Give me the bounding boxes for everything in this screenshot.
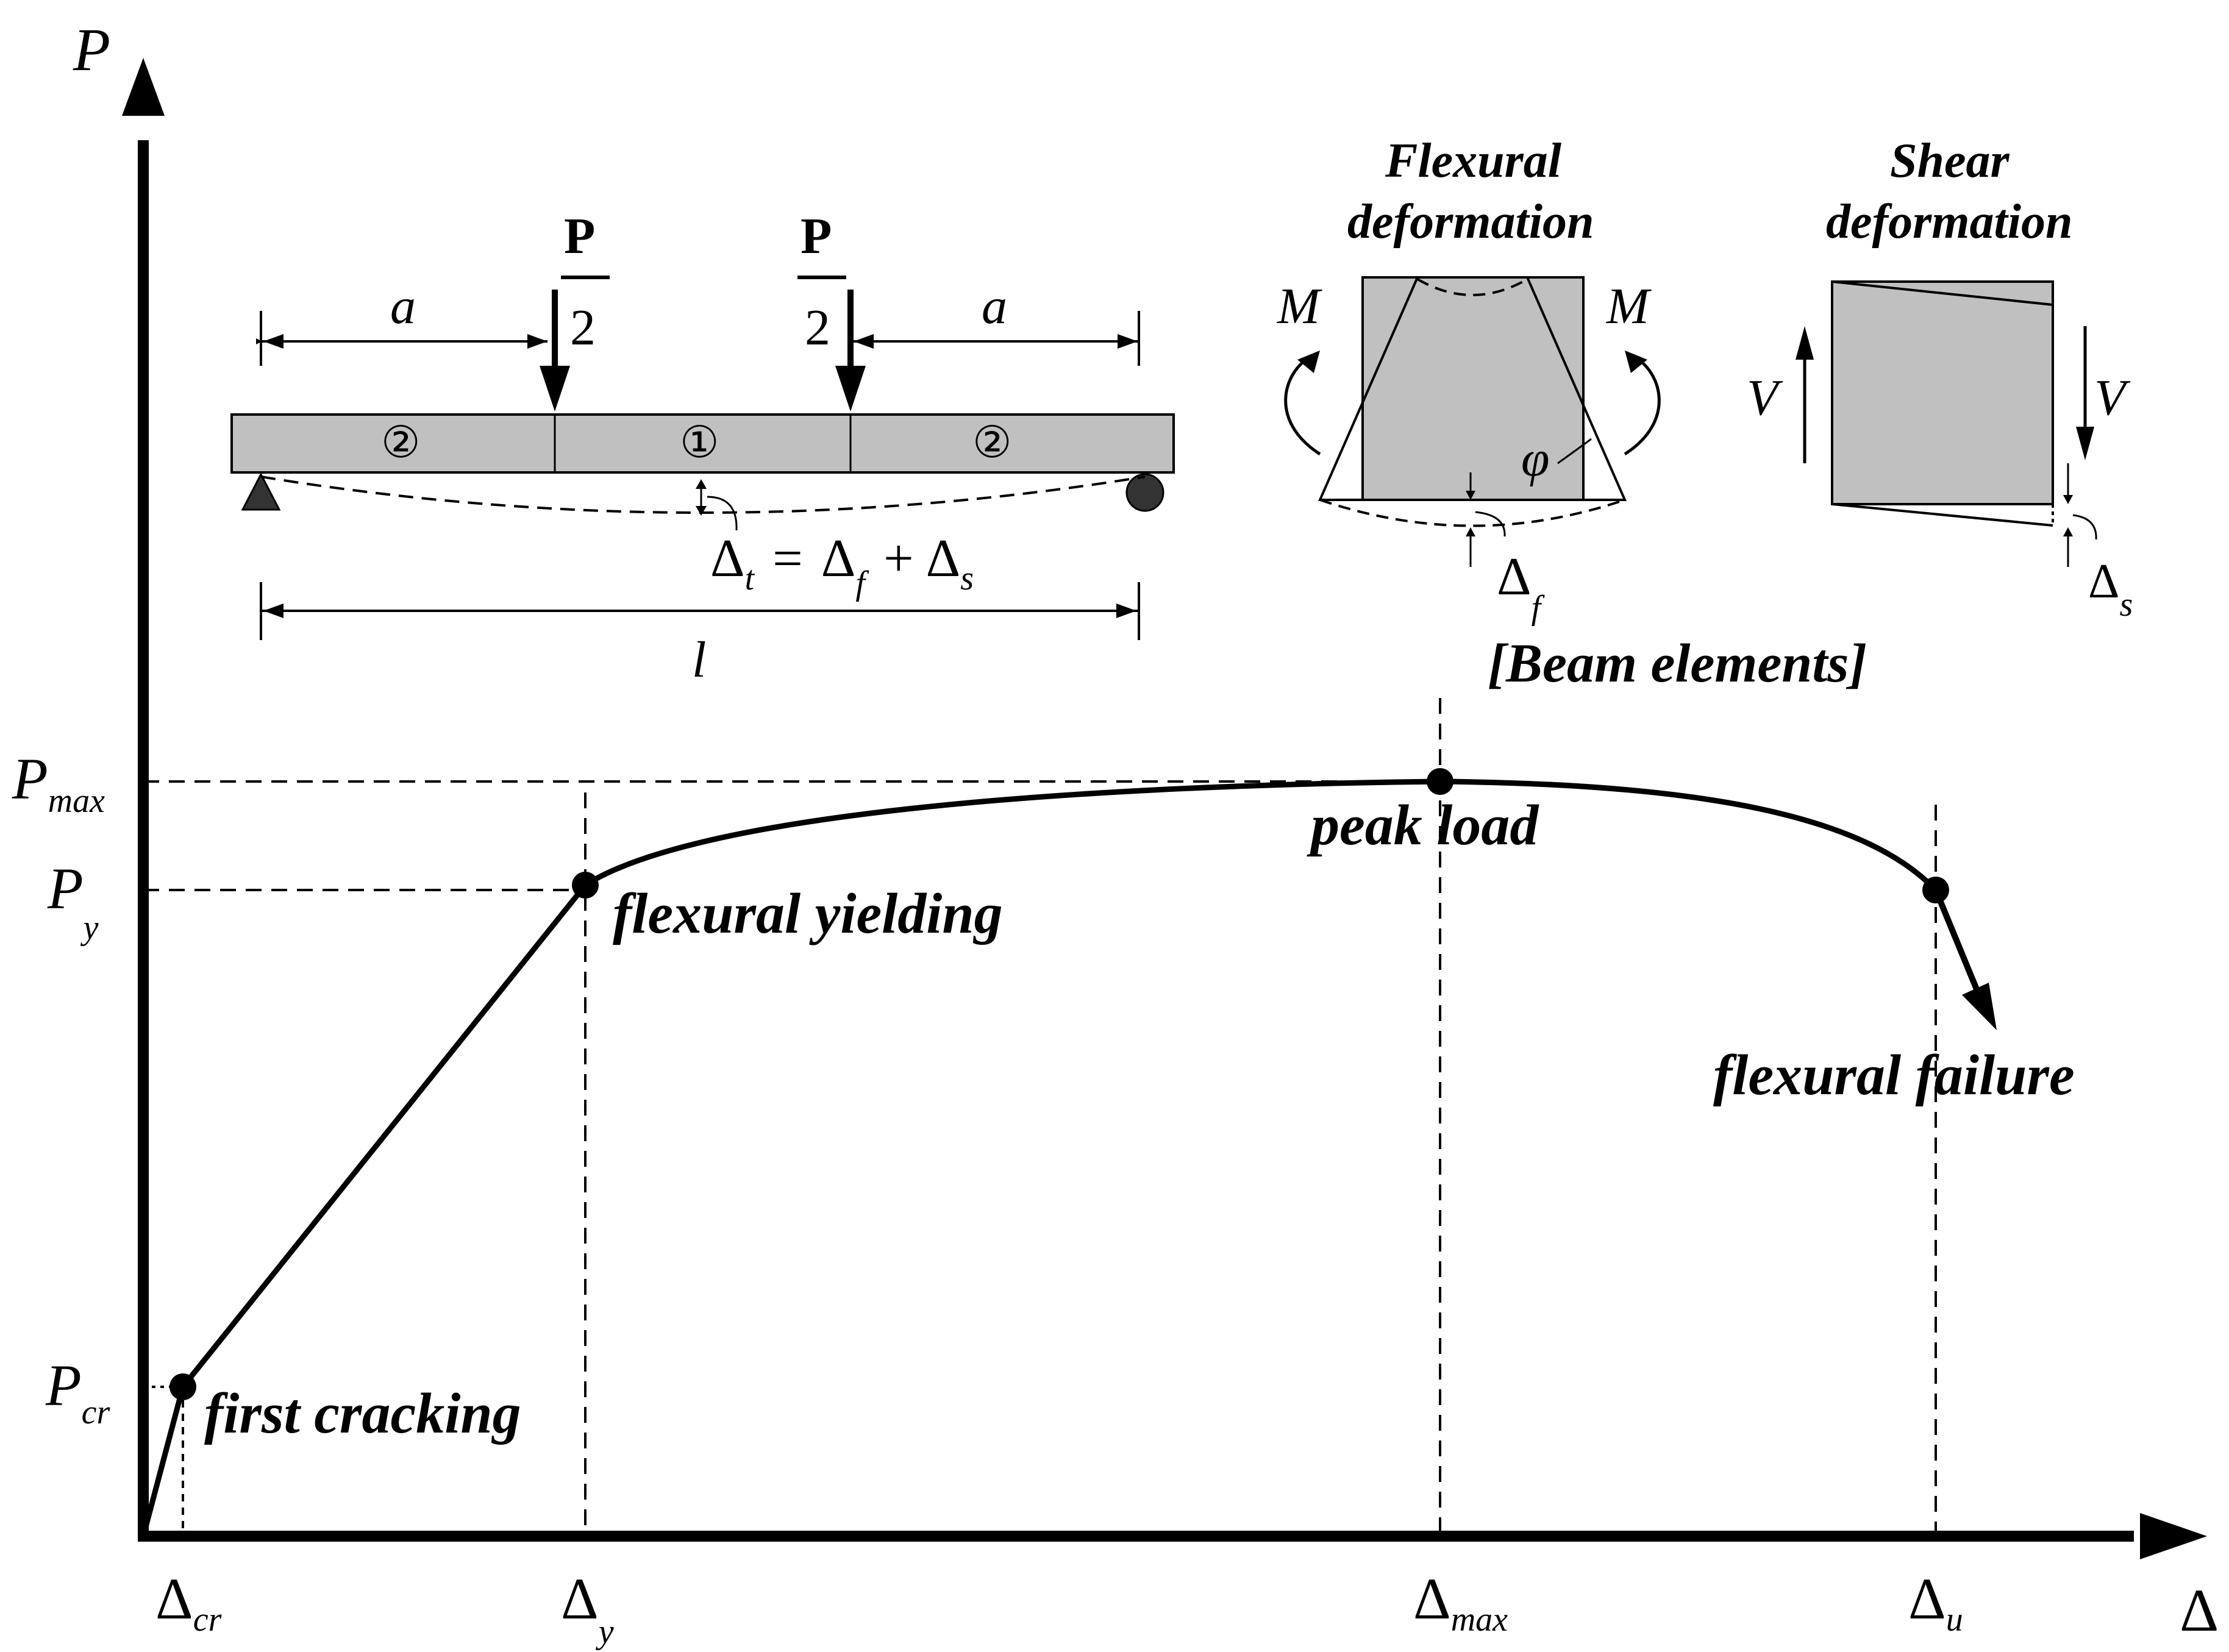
shear-right-label: V bbox=[2094, 369, 2131, 426]
pin-support bbox=[241, 472, 281, 511]
flexural-yielding-point bbox=[572, 872, 599, 899]
moment-left-arrowhead bbox=[1297, 351, 1320, 373]
y-tick-py: Py bbox=[47, 856, 99, 947]
peak-load-point bbox=[1427, 768, 1453, 795]
roller-support bbox=[1125, 473, 1164, 512]
y-axis-label: P bbox=[73, 16, 110, 84]
failure-arrow-line bbox=[1933, 889, 1981, 995]
flexural-failure-label: flexural failure bbox=[1713, 1044, 2075, 1107]
shear-down-arrowhead bbox=[2076, 427, 2094, 460]
axes: P Δ bbox=[73, 16, 2219, 1644]
x-tick-delta-u: Δu bbox=[1908, 1566, 1963, 1639]
load-deflection-curve bbox=[140, 768, 1997, 1537]
deflection-equation: Δt=Δf+Δs bbox=[710, 529, 974, 602]
moment-left-label: M bbox=[1277, 278, 1322, 335]
delta-f-label: Δf bbox=[1497, 547, 1546, 627]
first-cracking-point bbox=[169, 1373, 196, 1400]
point-labels: first cracking flexural yielding peak lo… bbox=[204, 794, 2075, 1445]
flexural-failure-point bbox=[1922, 877, 1949, 903]
failure-arrowhead bbox=[1962, 983, 1997, 1030]
y-tick-pmax: Pmax bbox=[12, 746, 105, 820]
shear-element: Shear deformation V V Δs bbox=[1747, 134, 2133, 624]
x-tick-delta-max: Δmax bbox=[1413, 1566, 1508, 1639]
x-axis-label: Δ bbox=[2180, 1576, 2219, 1644]
beam-elements-caption: [Beam elements] bbox=[1488, 633, 1867, 694]
right-load-denominator: 2 bbox=[805, 299, 830, 356]
moment-right-label: M bbox=[1606, 278, 1652, 335]
right-load-arrowhead bbox=[835, 366, 866, 411]
flexural-title-1: Flexural bbox=[1385, 134, 1562, 188]
delta-s-label: Δs bbox=[2088, 555, 2133, 624]
beam-elements: Flexural deformation M M φ Δf Shear bbox=[1277, 134, 2133, 694]
span-l-dimension bbox=[260, 582, 1140, 640]
x-tick-labels: Δcr Δy Δmax Δu bbox=[155, 1566, 1963, 1651]
region-1: ① bbox=[680, 418, 719, 467]
flexural-element: Flexural deformation M M φ Δf bbox=[1277, 134, 1661, 627]
first-cracking-label: first cracking bbox=[204, 1382, 521, 1445]
shear-title-2: deformation bbox=[1826, 195, 2072, 249]
beam-schematic: a a P 2 P 2 ② ① ② bbox=[230, 208, 1175, 688]
span-a-dimensions bbox=[256, 311, 1140, 366]
flexural-title-2: deformation bbox=[1347, 195, 1594, 249]
y-tick-labels: Pmax Py Pcr bbox=[12, 746, 110, 1431]
left-load-numerator: P bbox=[564, 208, 595, 265]
shear-left-label: V bbox=[1747, 369, 1783, 426]
x-tick-delta-y: Δy bbox=[561, 1566, 614, 1651]
left-load-denominator: 2 bbox=[570, 299, 596, 356]
flexural-deformed-outline bbox=[1318, 276, 1627, 501]
left-load: P 2 bbox=[540, 208, 610, 411]
beam-body bbox=[230, 413, 1175, 474]
guide-lines bbox=[143, 698, 1937, 1536]
span-l-label: l bbox=[692, 632, 706, 688]
rotation-label: φ bbox=[1521, 430, 1549, 487]
flexural-yielding-label: flexural yielding bbox=[613, 882, 1003, 945]
shear-title-1: Shear bbox=[1890, 134, 2010, 188]
x-tick-delta-cr: Δcr bbox=[155, 1566, 222, 1639]
shear-block bbox=[1831, 280, 2054, 505]
left-load-arrowhead bbox=[540, 366, 570, 411]
span-a-left-label: a bbox=[390, 278, 416, 335]
y-tick-pcr: Pcr bbox=[45, 1353, 110, 1431]
curve-line bbox=[140, 778, 1938, 1537]
shear-up-arrowhead bbox=[1796, 326, 1814, 360]
right-load: P 2 bbox=[797, 208, 866, 411]
region-2-left: ② bbox=[381, 418, 421, 467]
moment-right-arrowhead bbox=[1625, 351, 1647, 373]
right-load-numerator: P bbox=[801, 208, 832, 265]
flexural-block bbox=[1361, 276, 1585, 501]
peak-load-label: peak load bbox=[1307, 794, 1539, 857]
x-axis-arrowhead bbox=[2140, 1513, 2207, 1559]
span-a-right-label: a bbox=[982, 278, 1007, 335]
region-2-right: ② bbox=[972, 418, 1012, 467]
y-axis-arrowhead bbox=[122, 58, 165, 116]
